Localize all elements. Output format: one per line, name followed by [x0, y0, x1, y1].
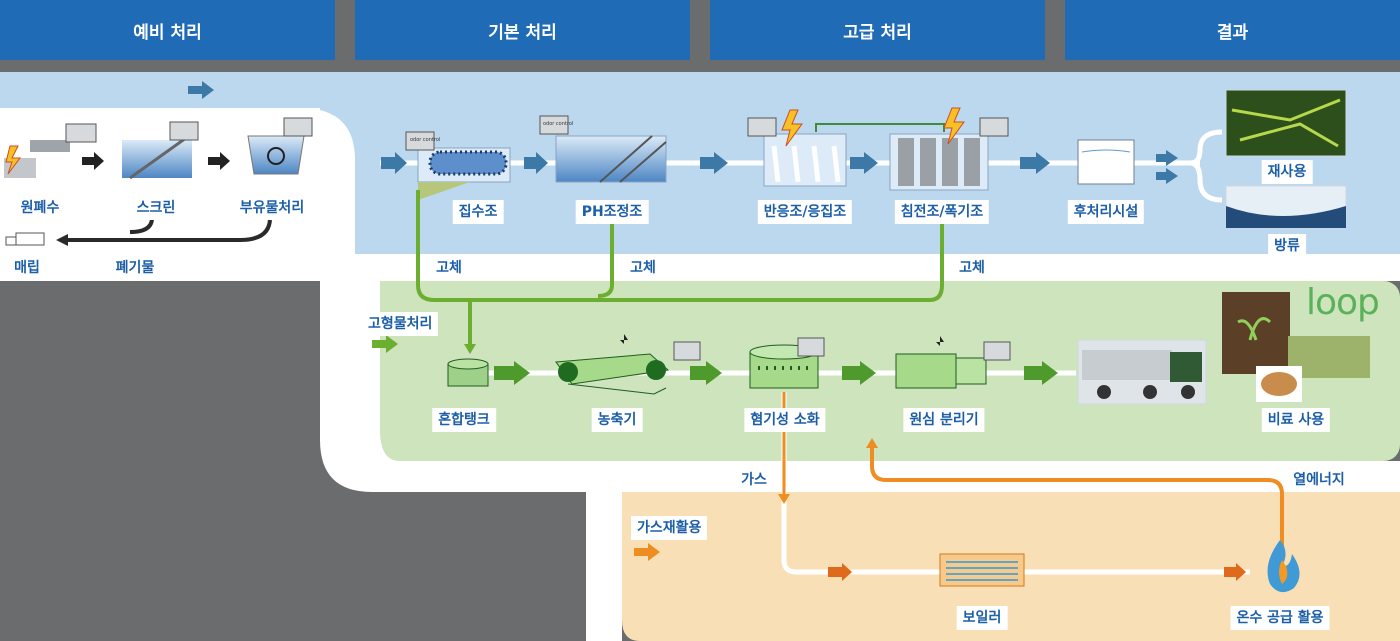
label-mixing-tank: 혼합탱크: [432, 408, 496, 432]
solids-collect-line: [416, 190, 944, 302]
reuse-photo: [1225, 89, 1347, 157]
label-digester: 혐기성 소화: [744, 408, 826, 432]
loop-logo: loop: [1306, 282, 1380, 323]
heat-up-arrow: [866, 438, 878, 448]
label-flotation: 부유물처리: [233, 196, 311, 220]
arrow-g4: [1024, 361, 1058, 385]
label-raw-wastewater: 원폐수: [14, 196, 66, 220]
arrow-o1: [828, 563, 852, 581]
road-white-2: [320, 254, 1400, 641]
flotation-icon: [247, 117, 313, 175]
label-centrifuge: 원심 분리기: [903, 408, 985, 432]
label-reuse: 재사용: [1261, 160, 1313, 184]
legend-arrow-green: [372, 335, 398, 353]
truck-photo: [1077, 339, 1207, 405]
label-fertilizer: 비료 사용: [1261, 408, 1331, 432]
fertilizer-photo: [1222, 292, 1370, 402]
reuse-photo-detail: [1231, 98, 1341, 148]
arrow-a5: [1020, 152, 1050, 174]
solids-down-arrow: [464, 344, 476, 354]
odor-control-text: odor control: [410, 137, 440, 143]
label-reaction-tank: 반응조/응집조: [757, 200, 853, 224]
reaction-tank-icon: [747, 109, 847, 187]
arrow-prelim-2: [208, 152, 230, 170]
post-treatment-icon: [1077, 139, 1135, 185]
label-boiler: 보일러: [956, 606, 1008, 630]
label-collection-tank: 집수조: [452, 200, 504, 224]
label-waste: 폐기물: [109, 256, 161, 280]
screen-icon: [122, 121, 199, 180]
header-primary: 기본 처리: [355, 0, 690, 60]
label-post-treatment: 후처리시설: [1067, 200, 1145, 224]
label-ph-tank: PH조정조: [575, 200, 649, 224]
split-line-down: [1150, 160, 1223, 203]
odor-control-text-2: odor control: [543, 121, 573, 127]
arrow-g3: [842, 361, 876, 385]
arrow-g2: [690, 361, 722, 385]
heat-return-line: [870, 446, 1284, 560]
raw-water-icon: [4, 123, 97, 178]
waste-line-2: [129, 217, 154, 234]
arrow-a2: [524, 152, 548, 174]
label-hot-water: 온수 공급 활용: [1230, 606, 1330, 630]
gas-down-arrow: [778, 494, 790, 504]
arrow-prelim-1: [82, 152, 104, 170]
digester-icon: [749, 337, 825, 389]
header-preliminary: 예비 처리: [0, 0, 335, 60]
flame-icon: [1267, 540, 1300, 593]
arrow-r2: [1156, 168, 1178, 184]
waste-arrow: [56, 234, 68, 246]
label-landfill: 매립: [8, 256, 46, 280]
label-gas: 가스: [735, 468, 773, 492]
legend-arrow-blue: [188, 81, 214, 99]
label-screen: 스크린: [130, 196, 182, 220]
sedimentation-tank-icon: [889, 107, 1009, 191]
boiler-icon: [939, 553, 1025, 587]
thickener-icon: [555, 334, 701, 395]
arrow-g1: [494, 361, 530, 385]
arrow-a3: [700, 152, 728, 174]
gas-line: [781, 392, 1250, 575]
label-heat-energy: 열에너지: [1287, 468, 1351, 492]
label-solids-2: 고체: [624, 256, 662, 280]
label-thickener: 농축기: [591, 408, 643, 432]
truck-icon: [5, 232, 45, 246]
arrow-o2: [1224, 563, 1246, 581]
label-gas-section: 가스재활용: [631, 516, 708, 540]
collection-tank-icon: odor control: [405, 131, 511, 200]
arrow-r1: [1156, 150, 1178, 166]
arrow-a1: [381, 152, 407, 174]
label-sedimentation-tank: 침전조/폭기조: [894, 200, 990, 224]
header-advanced: 고급 처리: [710, 0, 1045, 60]
label-solids-3: 고체: [953, 256, 991, 280]
label-solids-section: 고형물처리: [362, 312, 439, 336]
discharge-photo-detail: [1226, 206, 1346, 228]
header-result: 결과: [1065, 0, 1400, 60]
arrow-a4: [850, 152, 878, 174]
centrifuge-icon: [895, 336, 1011, 389]
legend-arrow-orange: [634, 543, 660, 561]
solids-ph-line: [597, 222, 614, 298]
ph-tank-icon: odor control: [539, 115, 667, 183]
label-solids-1: 고체: [430, 256, 468, 280]
label-discharge: 방류: [1268, 234, 1306, 258]
mixing-tank-icon: [447, 358, 489, 387]
waste-line: [60, 217, 272, 242]
